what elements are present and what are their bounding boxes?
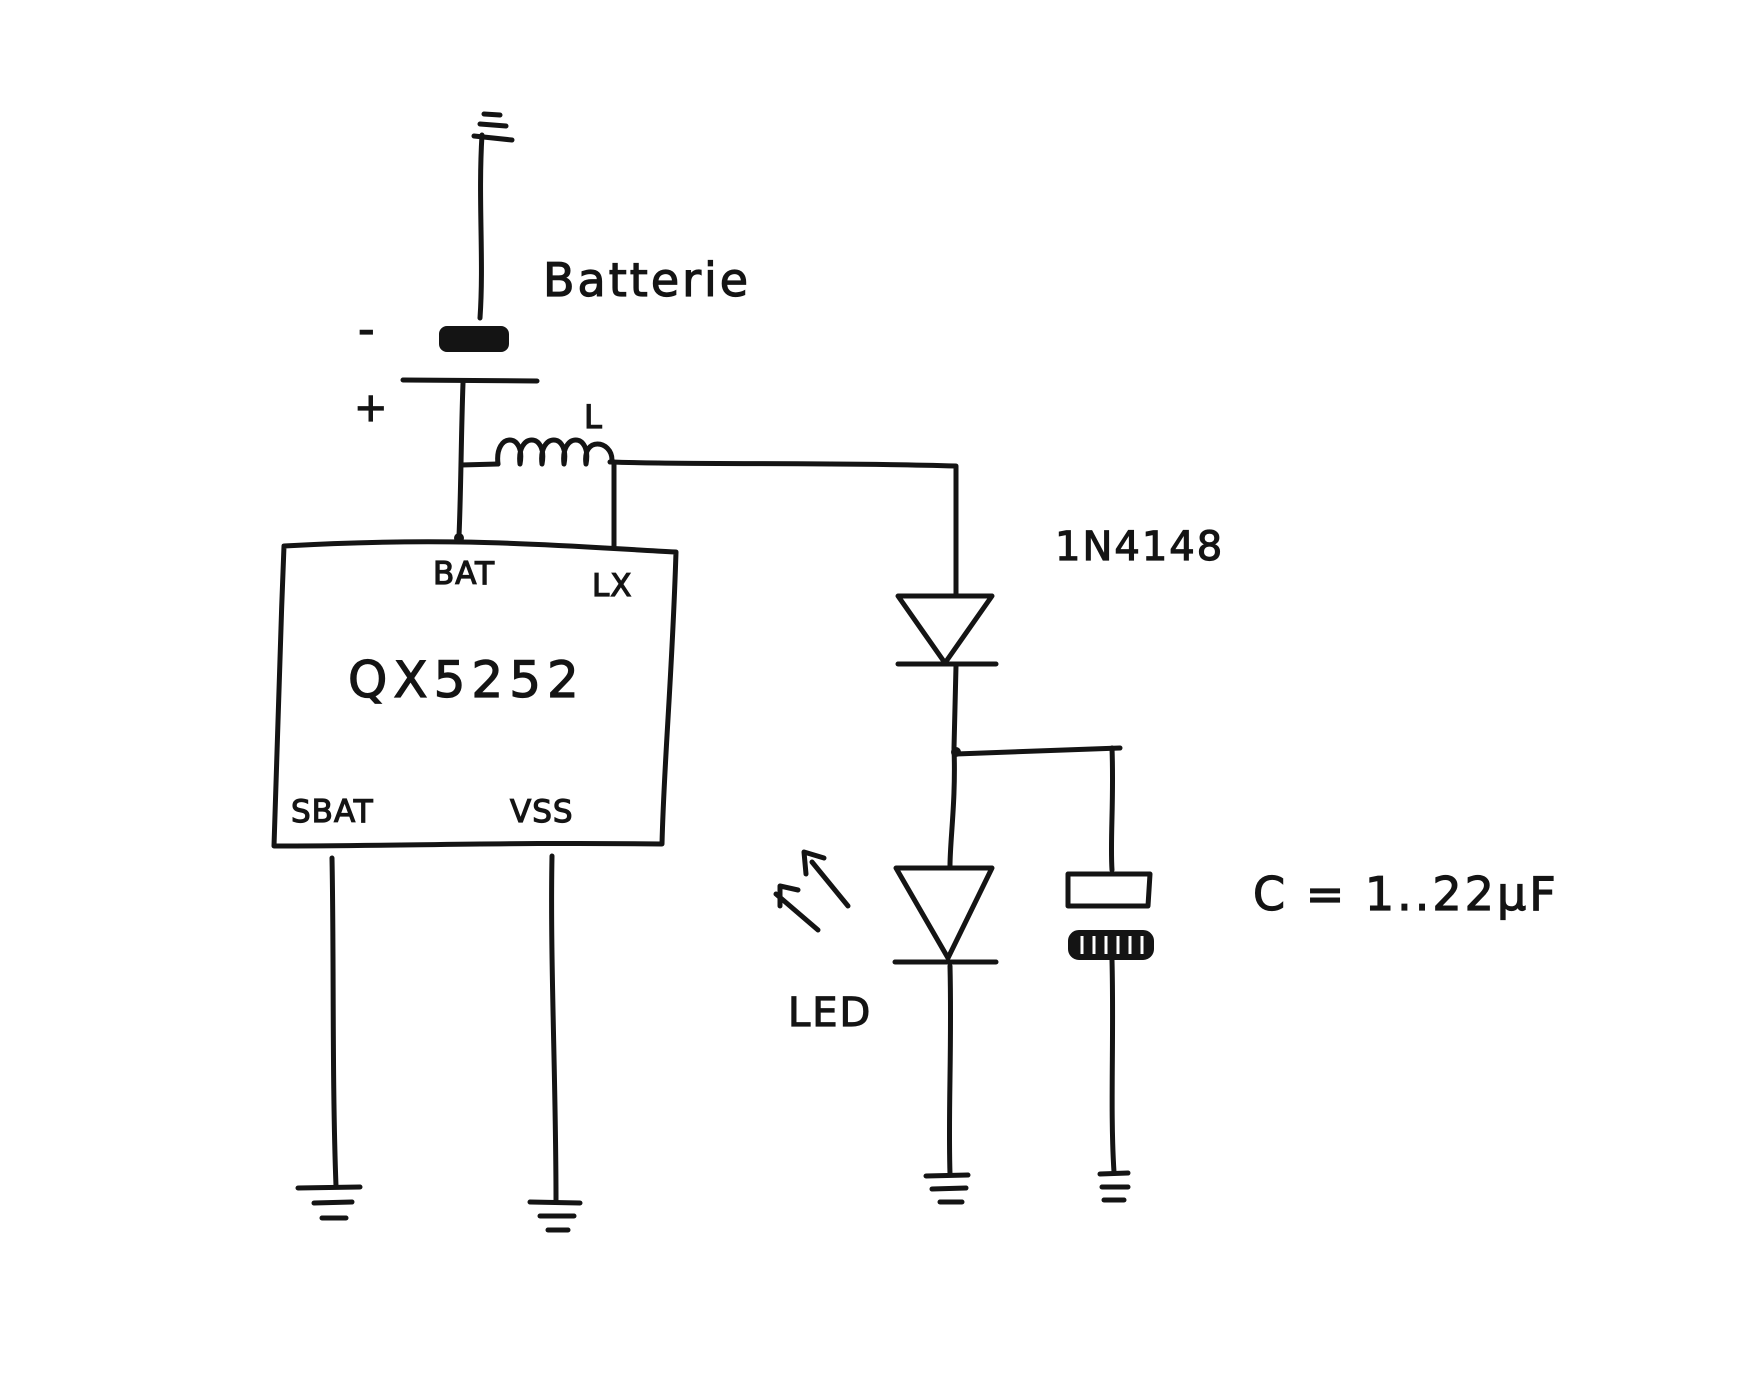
vss-ground-wire (549, 853, 559, 1203)
led-light-arrows-icon (773, 849, 851, 933)
ic-box (271, 539, 679, 849)
output-node-junction (951, 747, 961, 757)
battery-minus-sign: - (358, 302, 378, 356)
diode-symbol (895, 593, 999, 667)
capacitor-symbol (1065, 871, 1154, 960)
diode-label: 1N4148 (1055, 524, 1224, 570)
ic-name: QX5252 (348, 651, 585, 709)
vss-ground-icon (527, 1199, 583, 1233)
led-symbol (892, 865, 999, 965)
capacitor-branch-wire (953, 745, 1123, 873)
capacitor-label: C = 1..22μF (1253, 867, 1559, 921)
capacitor-ground-icon (1097, 1170, 1131, 1203)
battery-top-lead (477, 132, 485, 321)
ic-pin-lx: LX (592, 568, 633, 604)
battery-to-ic-wire (456, 380, 501, 539)
ic-pin-vss: VSS (510, 794, 574, 830)
battery-top-ground-icon (471, 111, 515, 143)
led-ground-wire (946, 963, 954, 1177)
ic-pin-sbat: SBAT (291, 794, 374, 830)
inductor-symbol (495, 437, 617, 467)
battery-label: Batterie (543, 253, 751, 307)
inductor-label: L (584, 398, 603, 436)
top-rail-wire (607, 459, 959, 597)
led-ground-icon (923, 1172, 971, 1205)
diode-to-node-wire (947, 663, 959, 869)
battery-plus-sign: + (354, 385, 390, 431)
battery-symbol (400, 326, 540, 384)
sbat-ground-icon (295, 1184, 363, 1221)
ic-pin-bat: BAT (433, 556, 495, 592)
sbat-ground-wire (329, 855, 339, 1189)
capacitor-ground-wire (1109, 957, 1117, 1175)
led-label: LED (788, 990, 872, 1036)
